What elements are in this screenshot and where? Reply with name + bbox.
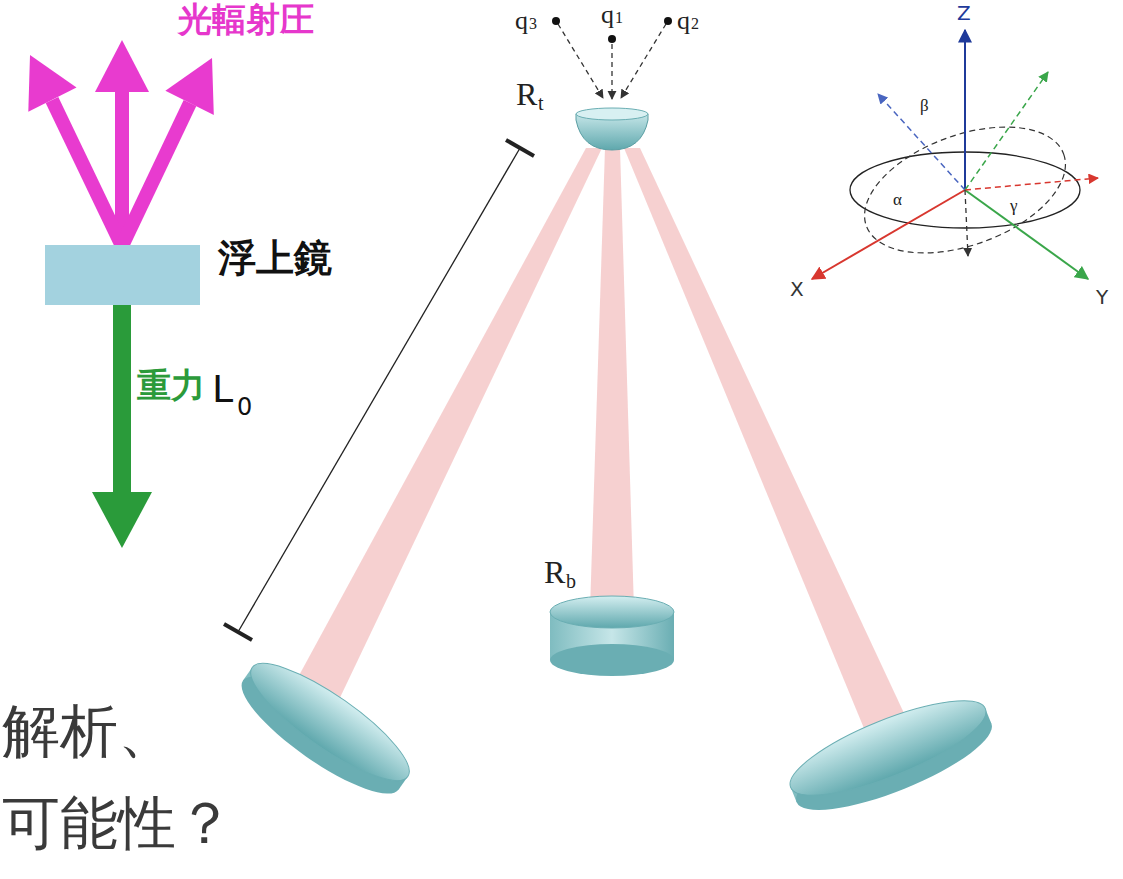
angle-symbol: α	[893, 190, 902, 209]
y-axis	[965, 190, 1088, 279]
angle-symbol: β	[920, 96, 929, 115]
point-subscript-box: 1	[615, 9, 623, 27]
gravity-arrow-head	[92, 492, 152, 548]
side-mirror	[228, 646, 423, 811]
mirror-subscript-box: b	[566, 570, 576, 593]
pressure-arrow-head	[95, 40, 149, 92]
coordinate-axes	[812, 30, 1098, 279]
mirror-face	[550, 596, 674, 628]
gravity-arrow-shaft	[113, 305, 131, 495]
rotated-axis	[965, 178, 1098, 190]
laser-beam	[590, 148, 634, 610]
dashed-ray	[611, 44, 612, 99]
mirror-face	[576, 108, 648, 120]
note-text: 解析、	[2, 697, 176, 765]
laser-beams	[290, 148, 910, 738]
mirror-subscript: b	[566, 570, 576, 592]
force-label: 光輻射圧	[178, 0, 314, 39]
rotated-axis	[965, 72, 1048, 190]
length-symbol: L	[212, 367, 233, 411]
point-symbol-box: q	[601, 0, 614, 30]
length-subscript-box: 0	[237, 394, 252, 422]
force-label: 重力	[137, 365, 205, 405]
mirror-subscript: t	[538, 92, 544, 114]
source-dot	[552, 17, 560, 25]
dimension-tick	[224, 624, 252, 640]
mirror-symbol-box: R	[516, 76, 537, 113]
mirror-face	[237, 646, 422, 798]
axis-name-box: X	[790, 278, 804, 301]
pressure-arrow-shaft	[122, 103, 190, 246]
rotated-axis	[965, 190, 968, 256]
point-symbol: q	[677, 6, 690, 35]
length-subscript: 0	[237, 393, 252, 421]
angle-symbol-box: α	[893, 190, 902, 210]
axis-name: X	[790, 277, 804, 301]
point-subscript-box: 2	[691, 15, 699, 33]
node-label: 浮上鏡	[218, 237, 332, 281]
rotated-axis	[878, 94, 965, 190]
axis-name: Z	[957, 1, 971, 25]
point-subscript: 2	[691, 15, 699, 32]
force-label-box: 重力	[137, 366, 205, 405]
top-mirror	[576, 108, 648, 150]
source-points	[552, 17, 672, 99]
side-mirror	[780, 683, 1002, 828]
angle-symbol: γ	[1010, 196, 1018, 215]
point-symbol-box: q	[677, 6, 690, 36]
source-dot	[608, 35, 616, 43]
axis-name: Y	[1096, 285, 1108, 309]
mirror-symbol: R	[544, 554, 565, 590]
gravity-arrow	[92, 305, 152, 548]
point-subscript-box: 3	[529, 15, 537, 33]
axis-name-box: Y	[1096, 286, 1108, 309]
radiation-pressure-arrows	[28, 40, 214, 246]
mirror-symbol-box: R	[544, 554, 565, 591]
pressure-arrow-head	[28, 55, 76, 112]
length-dimension	[224, 140, 534, 640]
length-symbol-box: L	[212, 368, 233, 412]
pressure-arrow-head	[165, 58, 213, 115]
bottom-mirror	[550, 596, 674, 676]
x-axis	[812, 190, 965, 279]
note-text: 可能性？	[2, 789, 234, 857]
mirror-symbol: R	[516, 76, 537, 112]
point-subscript: 3	[529, 15, 537, 32]
source-dot	[664, 17, 672, 25]
dimension-tick	[506, 140, 534, 156]
angle-symbol-box: β	[920, 96, 929, 116]
axis-name-box: Z	[957, 2, 971, 25]
note-text-box: 解析、	[2, 698, 176, 765]
levitated-mirror: 浮上鏡	[45, 245, 200, 305]
z-axis	[964, 30, 966, 190]
mirror-subscript-box: t	[538, 92, 544, 115]
note-text-box: 可能性？	[2, 790, 234, 857]
dimension-line	[238, 148, 520, 632]
pressure-arrow-shaft	[52, 100, 122, 246]
mirror-face	[780, 683, 996, 814]
dashed-ray	[621, 24, 666, 98]
point-symbol: q	[515, 6, 528, 35]
mirror-base	[550, 644, 674, 676]
angle-symbol-box: γ	[1010, 196, 1018, 216]
force-label-box: 光輻射圧	[178, 0, 314, 39]
point-subscript: 1	[615, 9, 623, 26]
dashed-ray	[558, 24, 603, 98]
point-symbol-box: q	[515, 6, 528, 36]
mirror-body	[576, 109, 648, 150]
point-symbol: q	[601, 0, 614, 29]
